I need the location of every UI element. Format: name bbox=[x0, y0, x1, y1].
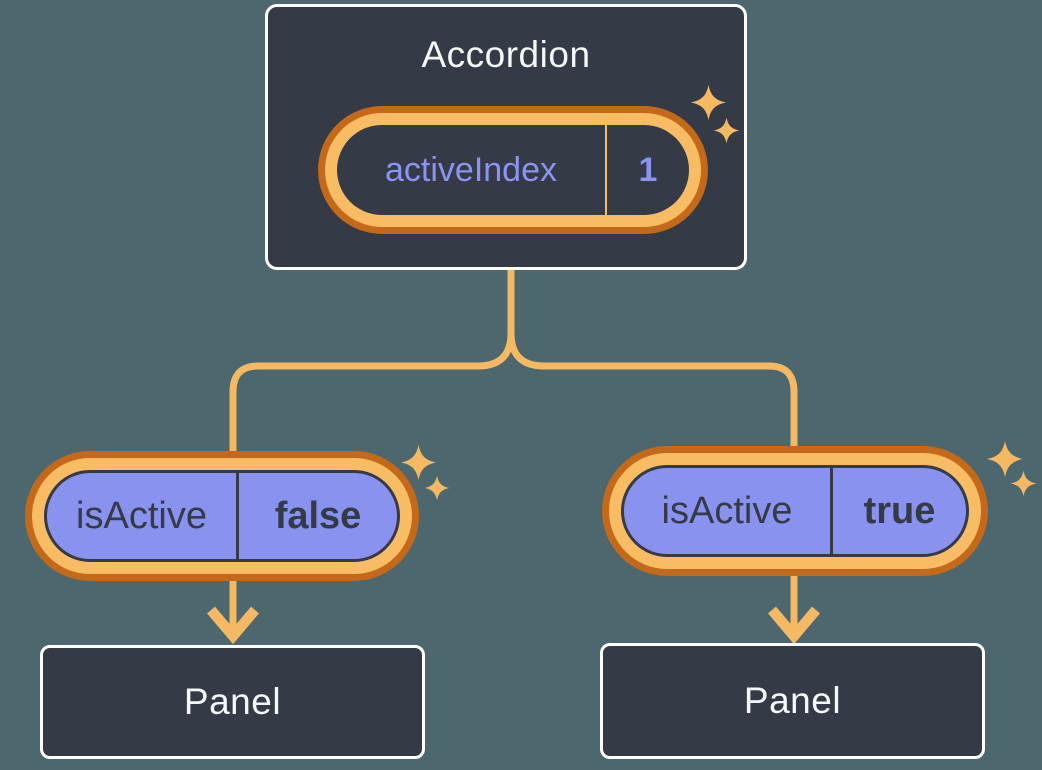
sparkle-icon bbox=[1010, 470, 1037, 497]
accordion-component-box: Accordion activeIndex 1 bbox=[265, 4, 747, 270]
prop-name: isActive bbox=[76, 494, 207, 537]
panel-box-right: Panel bbox=[600, 643, 985, 759]
prop-value: false bbox=[274, 494, 362, 537]
prop-pill-isactive-false: isActive false bbox=[25, 451, 419, 581]
state-name: activeIndex bbox=[385, 150, 557, 189]
accordion-title: Accordion bbox=[421, 34, 591, 75]
panel-box-left: Panel bbox=[40, 645, 425, 759]
prop-pill-isactive-true: isActive true bbox=[602, 446, 988, 576]
pill-divider bbox=[236, 473, 239, 559]
panel-title: Panel bbox=[183, 681, 282, 722]
down-arrow-icon bbox=[767, 606, 821, 645]
sparkle-icon bbox=[713, 117, 740, 144]
panel-title: Panel bbox=[743, 680, 842, 721]
prop-name: isActive bbox=[661, 489, 793, 532]
sparkle-icon bbox=[424, 475, 450, 501]
branch-line-right bbox=[507, 268, 798, 633]
sparkle-icon bbox=[690, 84, 727, 121]
state-value: 1 bbox=[638, 150, 658, 189]
pill-divider bbox=[605, 125, 607, 215]
prop-value: true bbox=[863, 489, 936, 532]
down-arrow-icon bbox=[206, 606, 260, 645]
state-pill: activeIndex 1 bbox=[318, 106, 708, 234]
state-pill-glow: activeIndex 1 bbox=[325, 113, 701, 227]
pill-divider bbox=[830, 468, 833, 554]
